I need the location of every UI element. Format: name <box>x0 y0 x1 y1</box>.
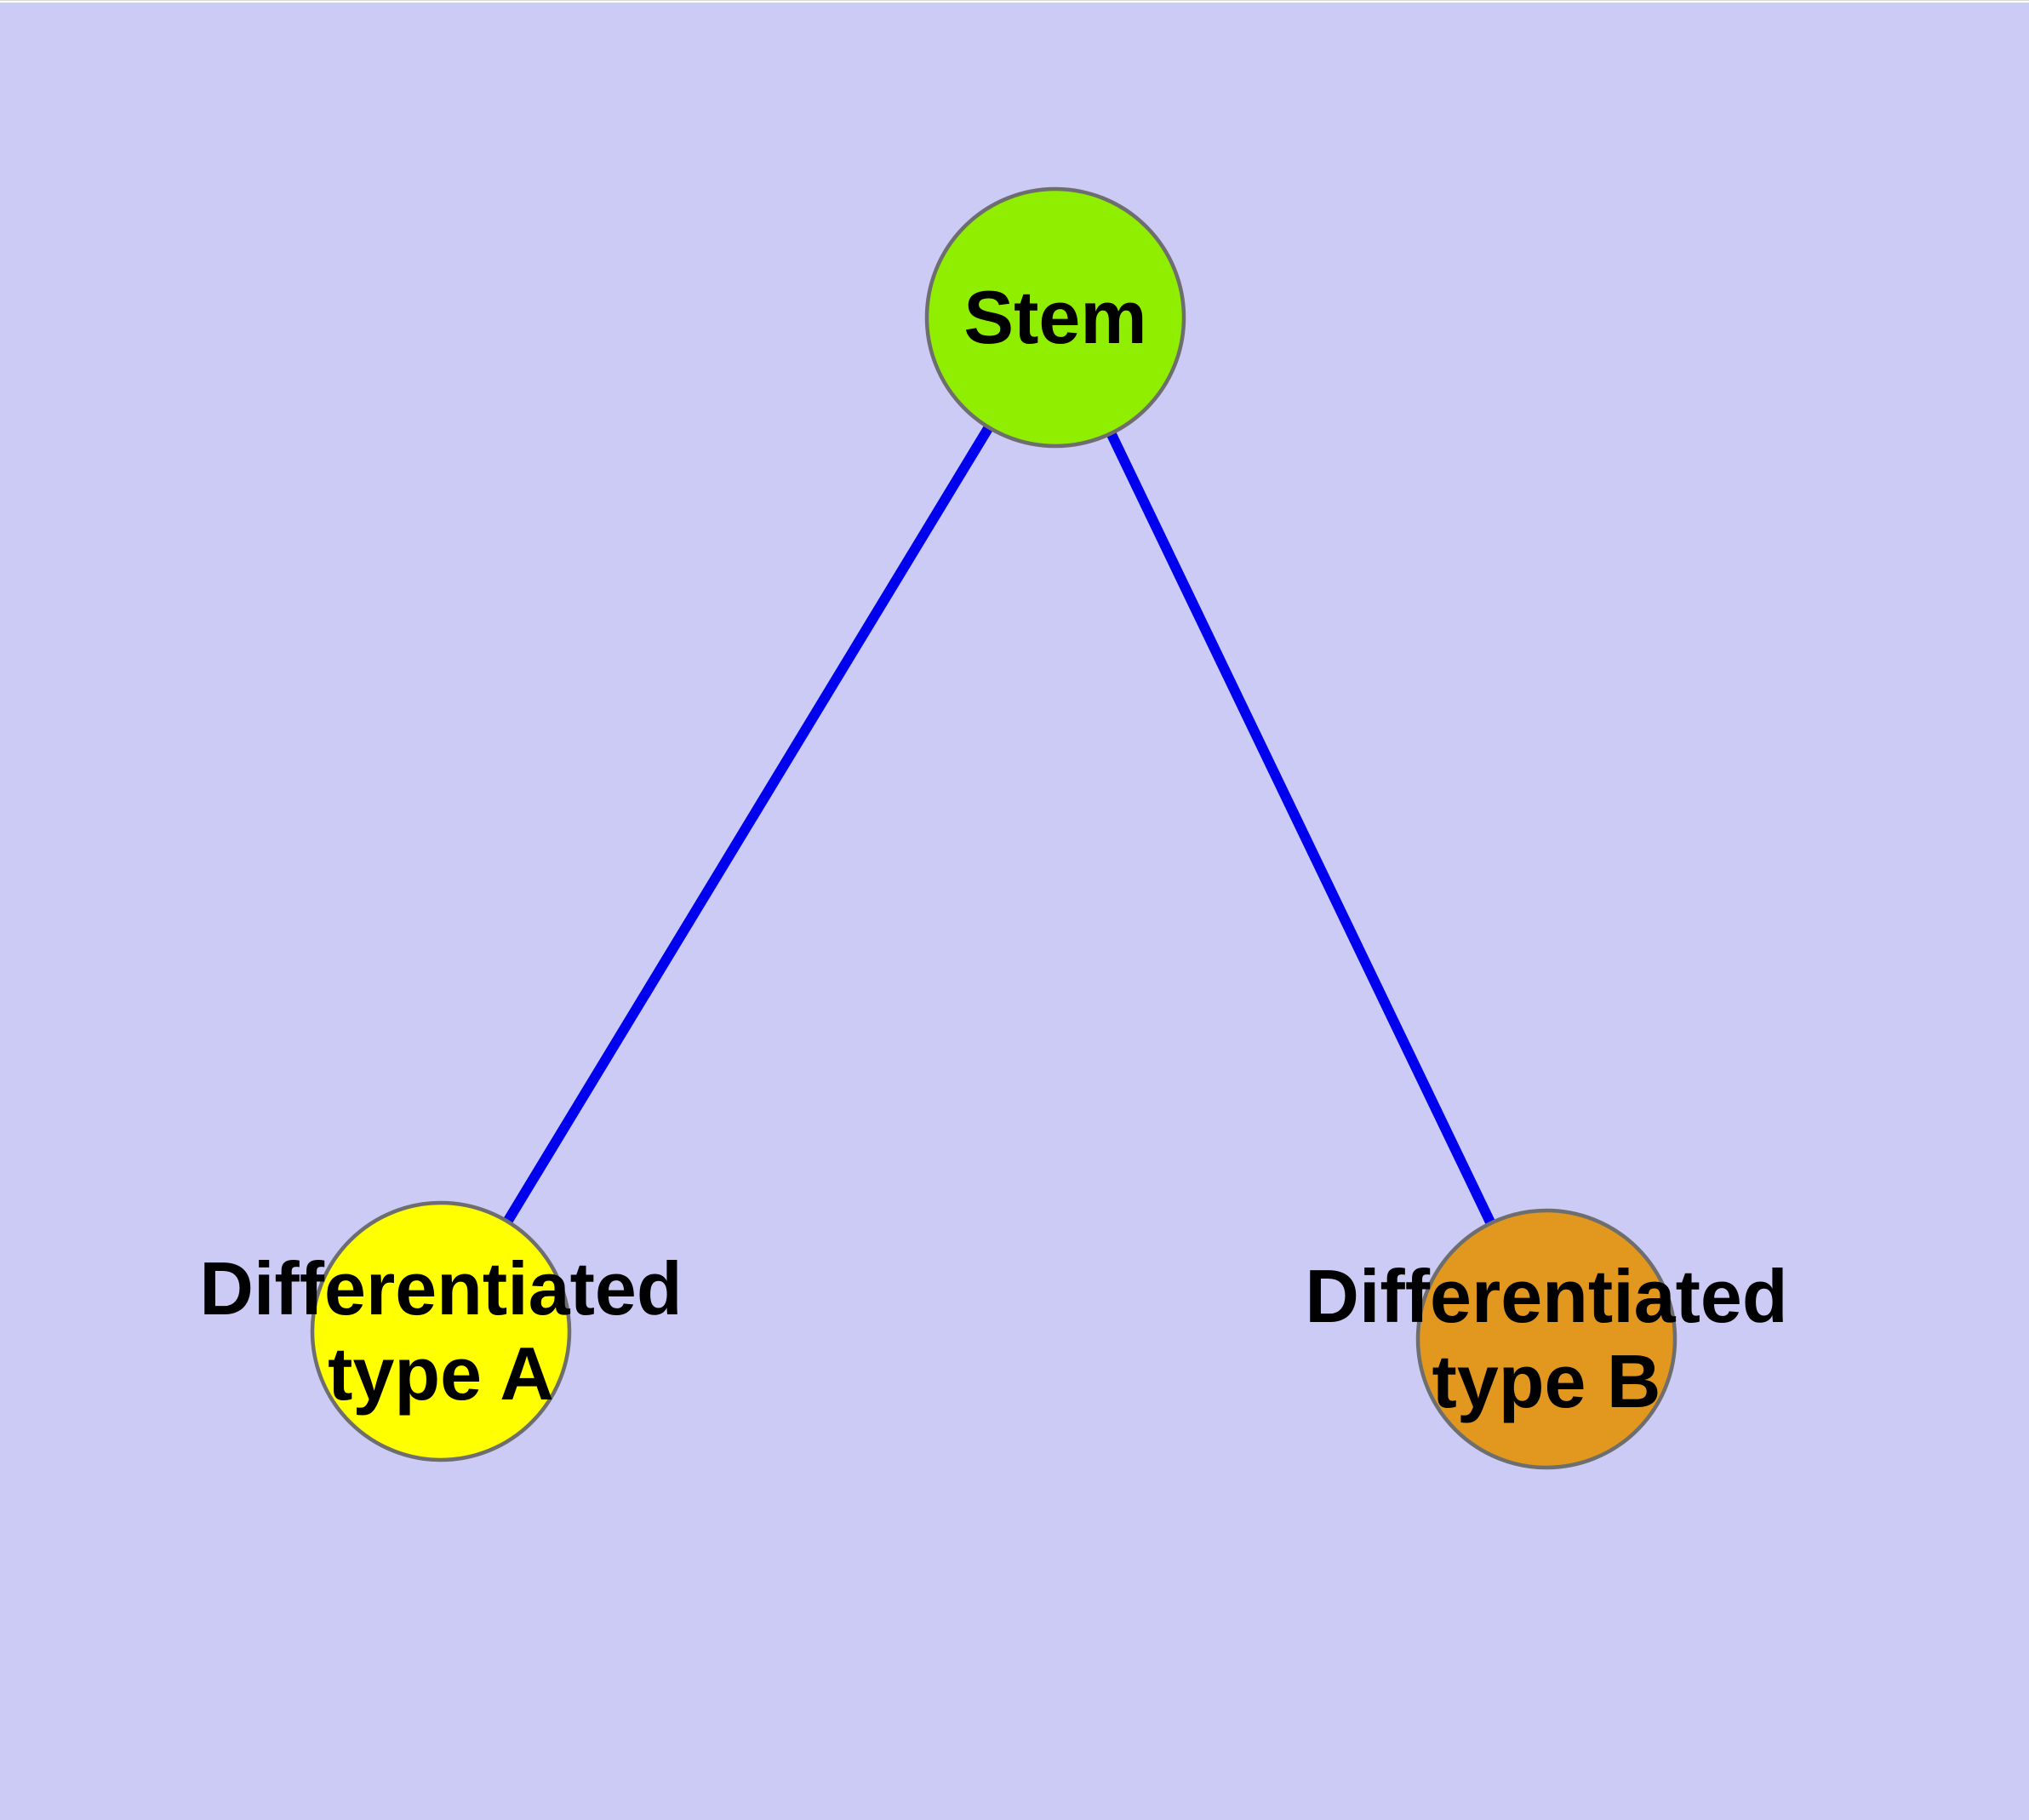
node-differentiated-type-b[interactable] <box>1415 1208 1677 1470</box>
top-edge-strip <box>0 0 2029 3</box>
node-type-a-label-line1: Differentiated <box>199 1246 683 1331</box>
node-type-b-label-line1: Differentiated <box>1305 1254 1788 1338</box>
node-type-b-label-line2: type B <box>1432 1339 1661 1423</box>
node-stem[interactable] <box>924 186 1186 449</box>
edge-stem-to-type-a <box>436 314 1060 1335</box>
node-stem-label: Stem <box>963 275 1147 359</box>
node-type-b-label: Differentiated type B <box>1305 1254 1787 1424</box>
node-differentiated-type-a[interactable] <box>310 1200 572 1462</box>
node-type-a-label: Differentiated type A <box>199 1246 682 1417</box>
node-type-a-label-line2: type A <box>328 1331 554 1416</box>
edge-stem-to-type-b <box>1050 315 1552 1342</box>
